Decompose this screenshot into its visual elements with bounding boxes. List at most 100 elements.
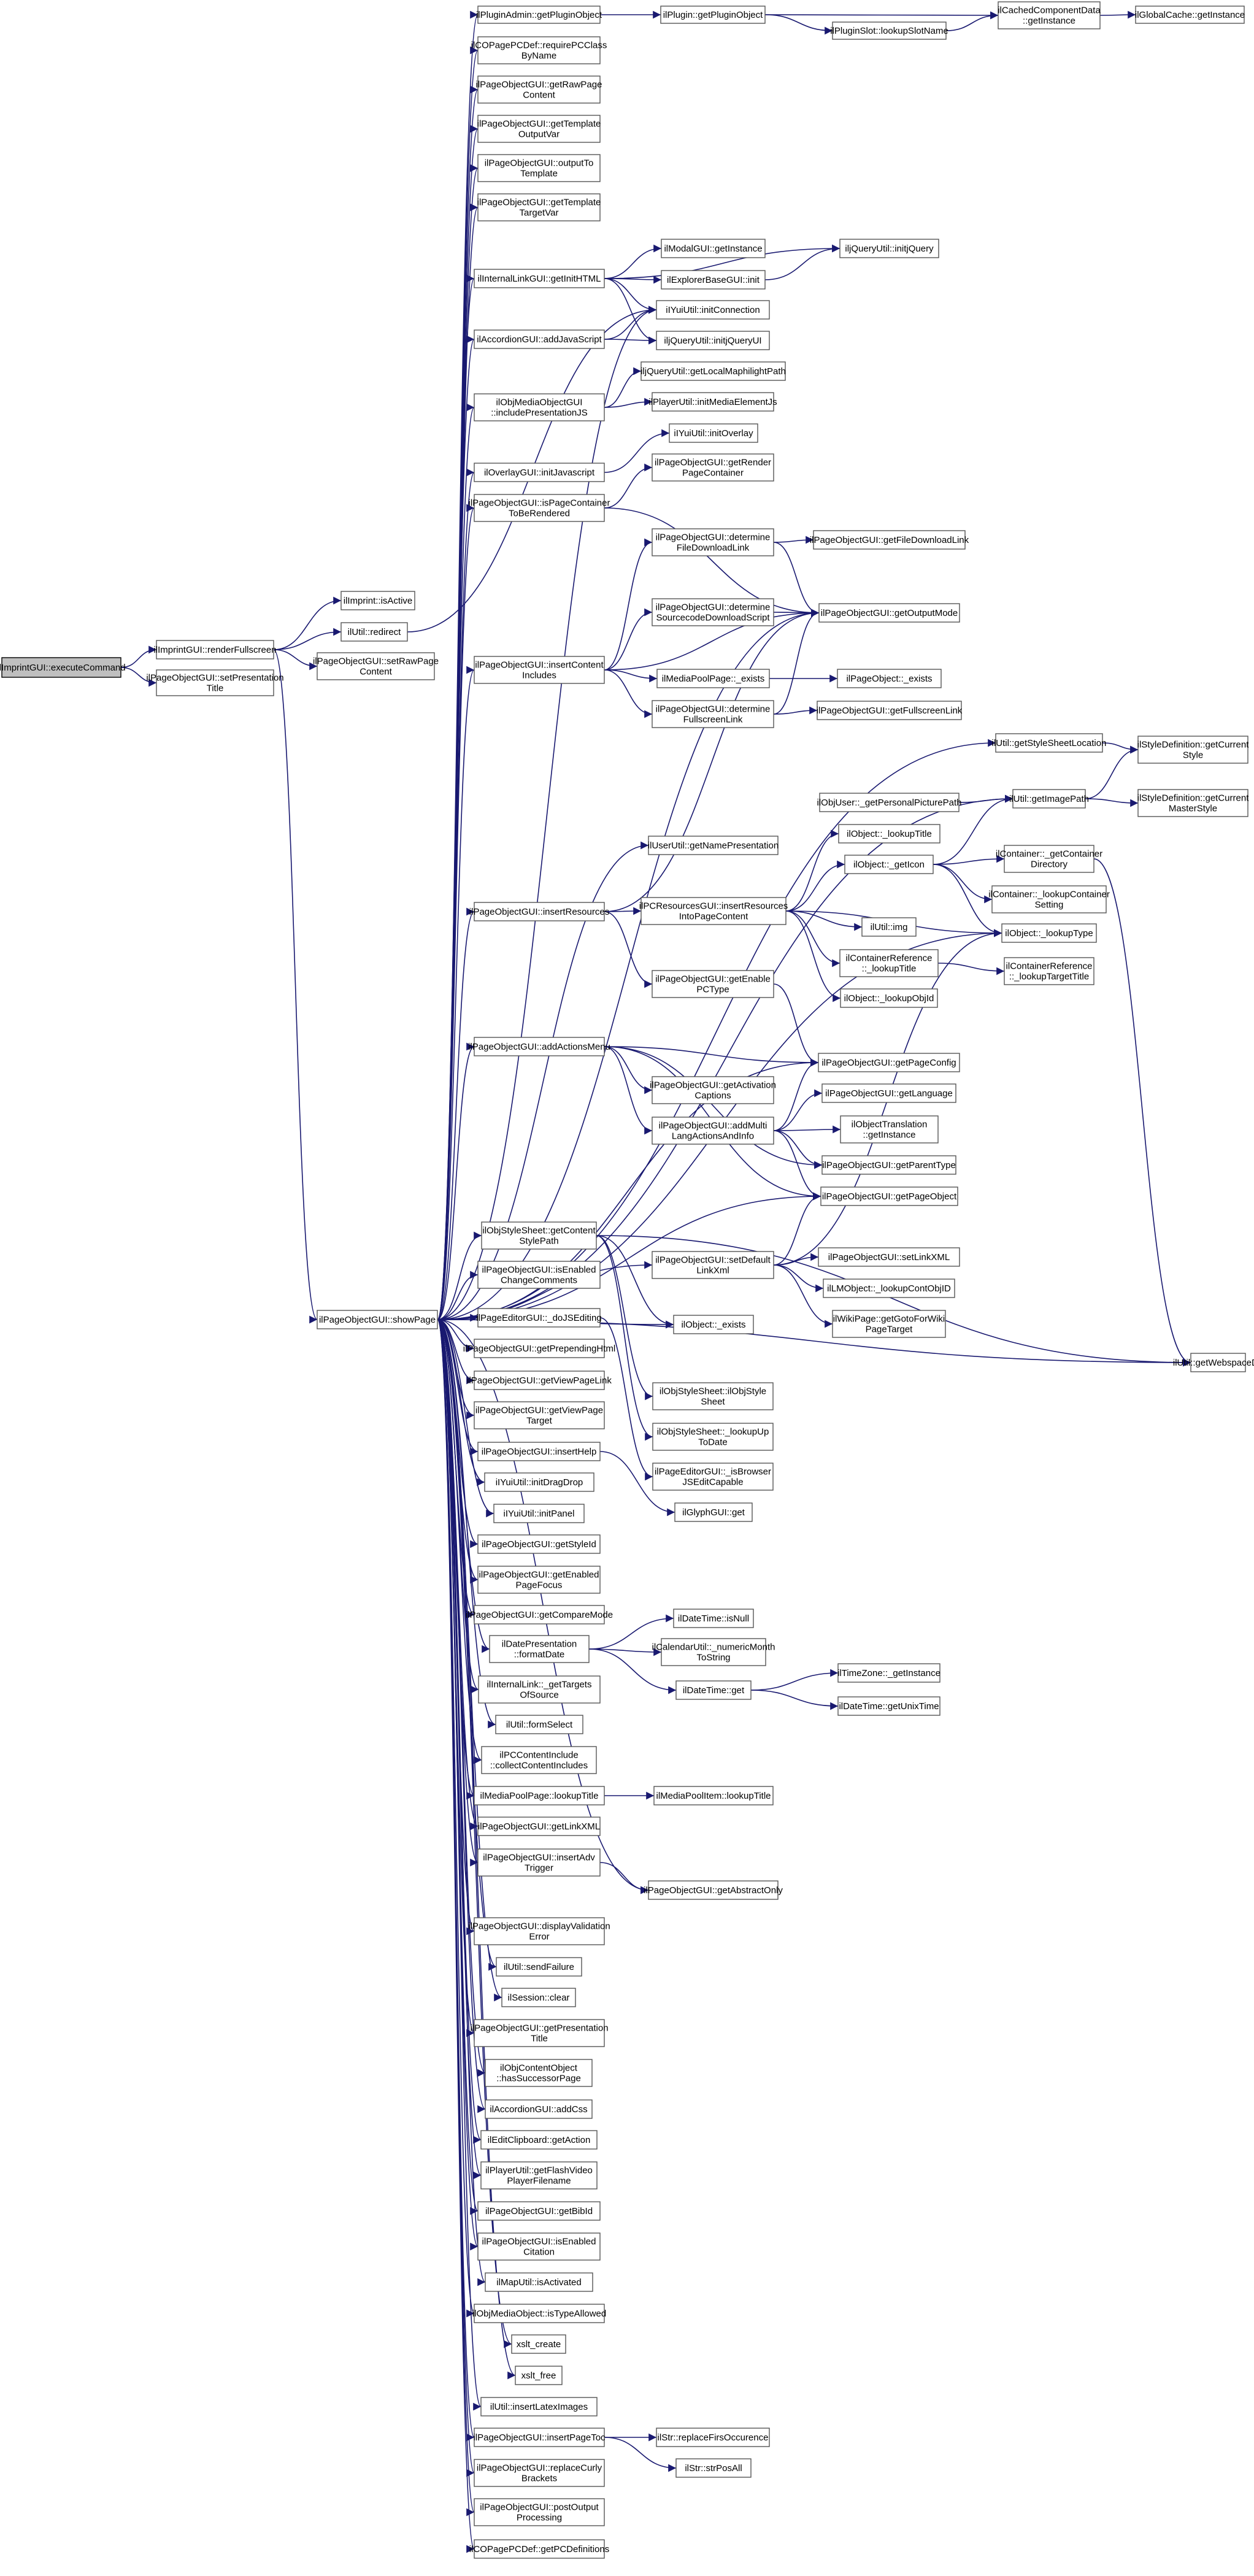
node-getIcon[interactable]: ilObject::_getIcon	[844, 855, 934, 874]
node-addMultiLangActionsAndInfo[interactable]: ilPageObjectGUI::addMultiLangActionsAndI…	[652, 1117, 774, 1145]
node-pageObjectExists[interactable]: ilPageObject::_exists	[837, 669, 942, 688]
node-insertResources[interactable]: ilPageObjectGUI::insertResources	[469, 902, 609, 921]
node-hasSuccessorPage[interactable]: ilObjContentObject::hasSuccessorPage	[485, 2059, 593, 2087]
node-mediaPoolItemLookupTitle[interactable]: ilMediaPoolItem::lookupTitle	[653, 1786, 774, 1805]
node-getStyleId[interactable]: ilPageObjectGUI::getStyleId	[477, 1534, 601, 1554]
node-isTypeAllowed[interactable]: ilObjMediaObject::isTypeAllowed	[472, 2304, 606, 2323]
node-replaceFirsOccurence[interactable]: ilStr::replaceFirsOccurence	[656, 2428, 770, 2447]
node-initPanel[interactable]: iIYuiUtil::initPanel	[493, 1504, 585, 1523]
node-lookupType[interactable]: ilObject::_lookupType	[1001, 923, 1097, 943]
node-lookupTargetTitle[interactable]: ilContainerReference::_lookupTargetTitle	[1004, 957, 1094, 985]
node-mediaPoolExists[interactable]: ilMediaPoolPage::_exists	[656, 669, 770, 688]
node-insertPageToc[interactable]: ilPageObjectGUI::insertPageToc	[473, 2428, 606, 2447]
node-sendFailure[interactable]: ilUtil::sendFailure	[496, 1957, 582, 1977]
node-isPageContainerToBeRendered[interactable]: ilPageObjectGUI::isPageContainerToBeRend…	[469, 494, 610, 522]
node-getPCDefinitions[interactable]: ilCOPagePCDef::getPCDefinitions	[469, 2539, 609, 2559]
node-cachedGetInstance[interactable]: ilCachedComponentData::getInstance	[998, 1, 1101, 29]
node-lookupObjId[interactable]: ilObject::_lookupObjId	[840, 988, 938, 1008]
node-containerRefLookupTitle[interactable]: ilContainerReference::_lookupTitle	[839, 949, 939, 977]
node-jQueryInitjQueryUI[interactable]: iljQueryUtil::initjQueryUI	[656, 331, 770, 350]
node-jQueryInitjQuery[interactable]: iljQueryUtil::initjQuery	[839, 239, 939, 258]
node-xsltCreate[interactable]: xslt_create	[511, 2334, 566, 2354]
node-mediaPoolLookupTitle[interactable]: ilMediaPoolPage::lookupTitle	[474, 1786, 605, 1805]
node-getNamePresentation[interactable]: ilUserUtil::getNamePresentation	[648, 836, 779, 855]
node-xsltFree[interactable]: xslt_free	[515, 2366, 563, 2385]
node-lookupContObjID[interactable]: ilLMObject::_lookupContObjID	[823, 1278, 955, 1298]
node-doJSEditing[interactable]: ilPageEditorGUI::_doJSEditing	[476, 1308, 602, 1328]
node-isActive[interactable]: ilImprint::isActive	[340, 591, 415, 610]
node-getAction[interactable]: ilEditClipboard::getAction	[480, 2130, 598, 2150]
node-objectExists[interactable]: ilObject::_exists	[673, 1315, 754, 1334]
node-getLocalMaphilightPath[interactable]: iljQueryUtil::getLocalMaphilightPath	[640, 361, 786, 381]
node-getLanguage[interactable]: ilPageObjectGUI::getLanguage	[821, 1083, 956, 1103]
node-includePresentationJS[interactable]: ilObjMediaObjectGUI::includePresentation…	[474, 393, 605, 421]
node-getStyleSheetLocation[interactable]: ilUtil::getStyleSheetLocation	[992, 733, 1107, 753]
node-getBibId[interactable]: ilPageObjectGUI::getBibId	[477, 2201, 601, 2221]
node-addActionsMenu[interactable]: ilPageObjectGUI::addActionsMenu	[468, 1037, 610, 1056]
node-getPrependingHtml[interactable]: ilPageObjectGUI::getPrependingHtml	[463, 1339, 615, 1358]
node-getPageObject[interactable]: ilPageObjectGUI::getPageObject	[820, 1186, 958, 1206]
node-initMediaElementJs[interactable]: ilPlayerUtil::initMediaElementJs	[648, 392, 777, 412]
node-initDragDrop[interactable]: iIYuiUtil::initDragDrop	[484, 1472, 594, 1492]
node-insertHelp[interactable]: ilPageObjectGUI::insertHelp	[477, 1442, 601, 1461]
node-dateTimeGet[interactable]: ilDateTime::get	[675, 1680, 752, 1700]
node-initJavascript[interactable]: ilOverlayGUI::initJavascript	[474, 463, 605, 482]
node-formatDate[interactable]: ilDatePresentation::formatDate	[489, 1635, 590, 1663]
node-getPageConfig[interactable]: ilPageObjectGUI::getPageConfig	[818, 1053, 960, 1072]
node-strPosAll[interactable]: ilStr::strPosAll	[675, 2458, 752, 2478]
node-globalCacheGetInstance[interactable]: ilGlobalCache::getInstance	[1135, 6, 1245, 24]
node-initOverlay[interactable]: iIYuiUtil::initOverlay	[669, 423, 758, 443]
node-setLinkXML[interactable]: ilPageObjectGUI::setLinkXML	[818, 1247, 960, 1267]
node-showPage[interactable]: ilPageObjectGUI::showPage	[317, 1310, 438, 1329]
node-getAbstractOnly[interactable]: ilPageObjectGUI::getAbstractOnly	[644, 1880, 783, 1900]
node-ilObjStyleSheet[interactable]: ilObjStyleSheet::ilObjStyleSheet	[652, 1382, 774, 1410]
node-timeZoneGetInstance[interactable]: ilTimeZone::_getInstance	[837, 1663, 940, 1683]
node-dateTimeIsNull[interactable]: ilDateTime::isNull	[673, 1609, 754, 1628]
node-addCss[interactable]: ilAccordionGUI::addCss	[485, 2099, 593, 2119]
node-yuiInitConnection[interactable]: iIYuiUtil::initConnection	[656, 300, 770, 320]
node-lookupSlotName[interactable]: ilPluginSlot::lookupSlotName	[830, 21, 948, 40]
node-objectTranslationGetInstance[interactable]: ilObjectTranslation::getInstance	[840, 1115, 939, 1144]
node-root[interactable]: ilImprintGUI::executeCommand	[0, 657, 126, 678]
node-getParentType[interactable]: ilPageObjectGUI::getParentType	[821, 1155, 956, 1175]
node-getImagePath[interactable]: ilUtil::getImagePath	[1009, 789, 1089, 809]
node-glyphGet[interactable]: ilGlyphGUI::get	[674, 1502, 753, 1522]
node-getFileDownloadLink[interactable]: ilPageObjectGUI::getFileDownloadLink	[810, 530, 969, 550]
node-renderFullscreen[interactable]: ilImprintGUI::renderFullscreen	[153, 640, 277, 659]
node-getFlashVideoPlayerFilename[interactable]: ilPlayerUtil::getFlashVideoPlayerFilenam…	[480, 2161, 598, 2190]
node-getWebspaceDir[interactable]: ilUtil::getWebspaceDir	[1173, 1353, 1254, 1372]
node-mapIsActivated[interactable]: ilMapUtil::isActivated	[485, 2272, 593, 2292]
node-sessionClear[interactable]: ilSession::clear	[501, 1988, 576, 2007]
node-modalGetInstance[interactable]: ilModalGUI::getInstance	[661, 239, 766, 258]
node-formSelect[interactable]: ilUtil::formSelect	[495, 1715, 583, 1734]
